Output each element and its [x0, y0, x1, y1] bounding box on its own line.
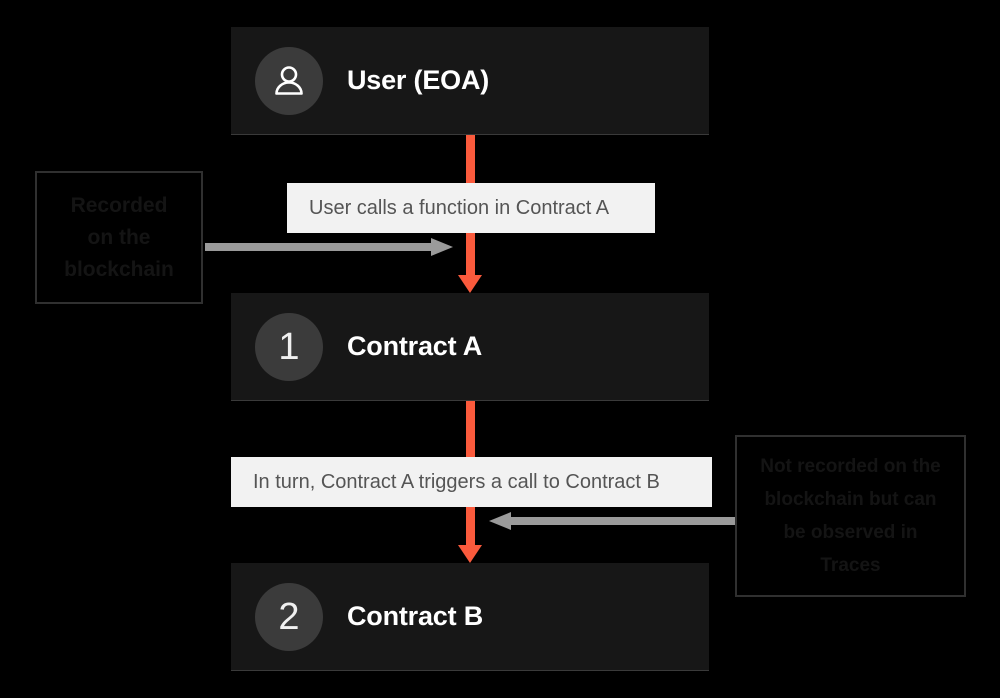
- arrow-head: [458, 275, 482, 293]
- edge-label-contract-a-triggers-contract-b: In turn, Contract A triggers a call to C…: [231, 457, 712, 507]
- annotation-line: Traces: [820, 555, 881, 576]
- annotation-line: Recorded: [70, 193, 168, 217]
- annotation-recorded-on-blockchain: Recorded on the blockchain: [35, 171, 203, 304]
- node-card-contract-b[interactable]: 2 Contract B: [231, 563, 709, 671]
- edge-label-user-calls-contract-a: User calls a function in Contract A: [287, 183, 655, 233]
- annotation-line: blockchain but can: [764, 489, 937, 510]
- annotation-line: be observed in: [783, 522, 918, 543]
- step-badge-number: 2: [278, 595, 300, 638]
- annotation-not-recorded-on-blockchain: Not recorded on the blockchain but can b…: [735, 435, 966, 597]
- annotation-line: Not recorded on the: [760, 456, 941, 477]
- person-icon: [255, 46, 323, 115]
- edge-label-text: User calls a function in Contract A: [309, 196, 610, 219]
- arrow-head: [489, 512, 511, 530]
- pointer-arrow-not-recorded-on-blockchain: [489, 512, 735, 530]
- node-card-user[interactable]: User (EOA): [231, 27, 709, 135]
- arrow-shaft: [511, 517, 735, 525]
- edge-label-text: In turn, Contract A triggers a call to C…: [253, 470, 660, 493]
- arrow-head: [458, 545, 482, 563]
- arrow-head: [431, 238, 453, 256]
- step-badge-2: 2: [255, 582, 323, 651]
- step-badge-number: 1: [278, 325, 300, 368]
- node-card-contract-a[interactable]: 1 Contract A: [231, 293, 709, 401]
- node-title-contract-b: Contract B: [347, 601, 484, 631]
- node-title-contract-a: Contract A: [347, 331, 483, 361]
- arrow-shaft: [205, 243, 433, 251]
- node-title-user: User (EOA): [347, 65, 490, 95]
- annotation-line: blockchain: [64, 257, 174, 281]
- step-badge-1: 1: [255, 312, 323, 381]
- pointer-arrow-recorded-on-blockchain: [205, 238, 453, 256]
- annotation-line: on the: [87, 225, 151, 249]
